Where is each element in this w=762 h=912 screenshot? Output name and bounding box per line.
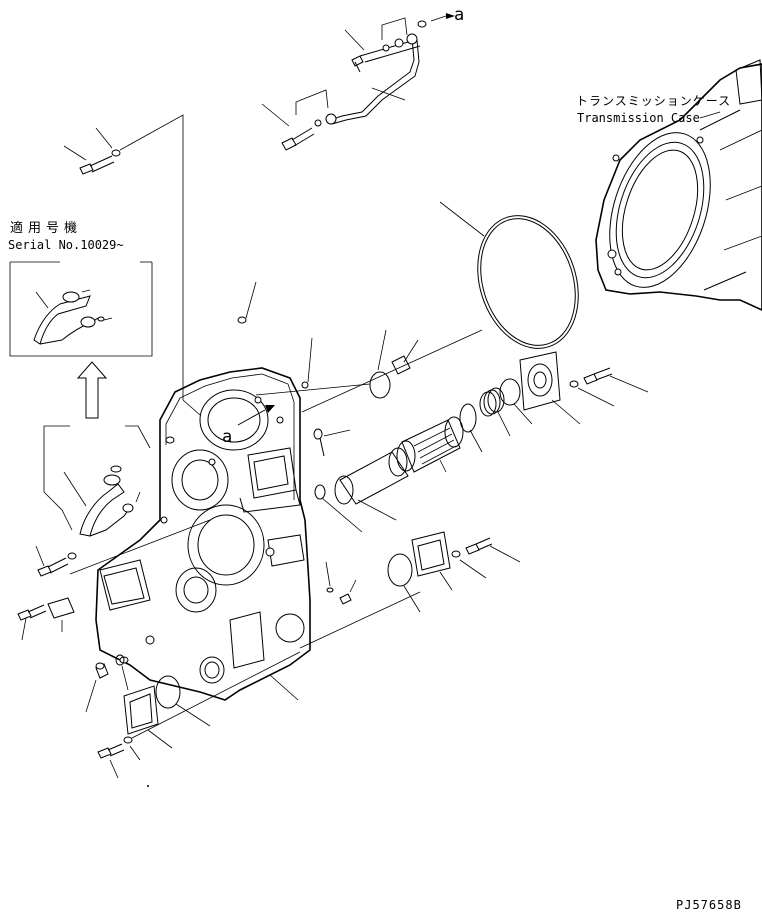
main-housing (95, 367, 421, 701)
large-o-ring-inner (480, 218, 576, 346)
lower-plug-group (85, 651, 301, 787)
drawing-number: PJ57658B (676, 898, 742, 912)
direction-label-top: a (454, 5, 464, 25)
serial-label-jp: 適用号機 (10, 220, 82, 236)
side-cover-group (325, 531, 521, 613)
transmission-case (595, 59, 762, 311)
transmission-case-label-en: Transmission Case (577, 111, 700, 125)
upper-small-parts (237, 281, 419, 457)
large-o-ring (477, 215, 579, 349)
serial-label-en: Serial No.10029~ (8, 238, 124, 252)
filter-assembly (301, 329, 649, 533)
transmission-case-label-jp: トランスミッションケース (576, 94, 731, 108)
upgrade-arrow (76, 361, 108, 419)
lower-left-pipe-group (17, 425, 211, 641)
upper-pipe-assembly (261, 13, 455, 151)
direction-label-mid: a (222, 427, 232, 447)
upper-left-bolt (63, 114, 201, 416)
serial-inset-box (9, 261, 153, 357)
